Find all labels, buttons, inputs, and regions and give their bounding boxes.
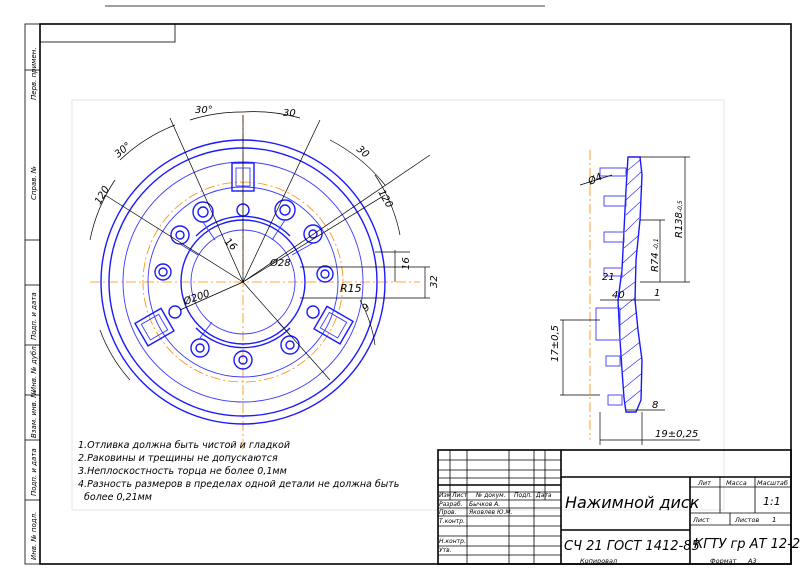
dim-label: 17±0,5 (550, 325, 561, 362)
stamp-cell: Дата (535, 492, 552, 499)
dim-label: 9 (360, 302, 372, 314)
dim-label: 30° (195, 105, 213, 116)
dim-label: 8 (652, 400, 658, 411)
dim-label: 19±0,25 (655, 429, 698, 440)
technical-notes: 1.Отливка должна быть чистой и гладкой 2… (78, 440, 399, 503)
dim-label: R15 (340, 282, 362, 295)
stamp-cell: Листов (734, 516, 759, 524)
dim-label: Ø28 (269, 257, 291, 269)
dim-label: 16 (401, 257, 412, 270)
dim-label: 40 (612, 290, 625, 301)
side-label: Перв. примен. (30, 47, 38, 100)
stamp-cell: Лист (451, 492, 468, 499)
stamp-cell: Н.контр. (439, 538, 466, 545)
stamp-text: Изм Лист № докум. Подп. Дата Разраб. Быч… (439, 479, 800, 565)
side-label: Справ. № (30, 166, 38, 200)
note-line: 4.Разность размеров в пределах одной дет… (78, 479, 399, 490)
dim-label: 120 (93, 184, 112, 206)
dim-label: 21 (602, 272, 615, 283)
stamp-org: КГТУ гр АТ 12-2 (694, 537, 800, 552)
stamp-cell: Масштаб (757, 479, 788, 487)
note-line: 3.Неплоскостность торца не более 0,1мм (78, 466, 287, 477)
side-label: Инв. № дубл. (30, 344, 38, 392)
stamp-cell: Яковлев Ю.М. (468, 509, 513, 516)
side-label: Взам. инв. № (30, 390, 38, 438)
stamp-cell: Лист (692, 516, 710, 524)
side-label: Подп. и дата (30, 448, 38, 496)
stamp-cell: Бычков А. (469, 501, 500, 508)
stamp-title: Нажимной диск (565, 493, 700, 512)
dim-label: 30 (354, 144, 371, 161)
note-line: 1.Отливка должна быть чистой и гладкой (78, 440, 290, 451)
dim-label: R138 (674, 212, 685, 238)
front-view (89, 111, 431, 450)
dim-label: 30 (283, 108, 296, 119)
dim-label: 16 (222, 236, 239, 253)
dim-label: 1 (654, 288, 660, 299)
section-view (560, 150, 700, 445)
top-left-box (39, 23, 176, 43)
stamp-cell: 1 (772, 516, 776, 524)
stamp-cell: Т.контр. (439, 518, 465, 525)
side-label: Подп. и дата (30, 292, 38, 340)
section-dims: Ø4 R138 -0,5 R74 -0,1 21 40 1 17±0,5 8 1… (550, 171, 698, 440)
stamp-material: СЧ 21 ГОСТ 1412-85 (564, 539, 700, 554)
stamp-cell: Подп. (514, 492, 532, 499)
stamp-cell: 1:1 (763, 495, 781, 508)
stamp-cell: А3 (747, 557, 757, 565)
dim-label: -0,5 (677, 200, 684, 212)
dim-label: R74 (650, 252, 661, 272)
stamp-cell: Изм (439, 492, 452, 499)
side-label: Инв. № подл. (30, 512, 38, 560)
dim-label: -0,1 (653, 238, 660, 250)
stamp-cell: Формат (710, 557, 737, 565)
stamp-cell: Разраб. (439, 501, 463, 508)
note-line: 2.Раковины и трещины не допускаются (78, 453, 278, 464)
stamp-cell: Копировал (580, 557, 617, 565)
stamp-cell: Масса (726, 479, 747, 487)
title-block (437, 449, 792, 565)
dim-label: 30° (113, 140, 134, 160)
stamp-cell: Утв. (439, 547, 452, 554)
stamp-cell: № докум. (475, 492, 506, 499)
dim-label: Ø4 (585, 171, 604, 188)
stamp-cell: Лит (697, 479, 711, 487)
dim-label: 32 (429, 275, 440, 288)
side-labels: Перв. примен. Справ. № Подп. и дата Инв.… (30, 47, 38, 560)
front-dims: 30° 30 30° 30 120 120 16 Ø28 Ø200 R15 32… (93, 105, 440, 314)
note-line: более 0,21мм (78, 492, 152, 503)
stamp-cell: Пров. (439, 509, 457, 516)
